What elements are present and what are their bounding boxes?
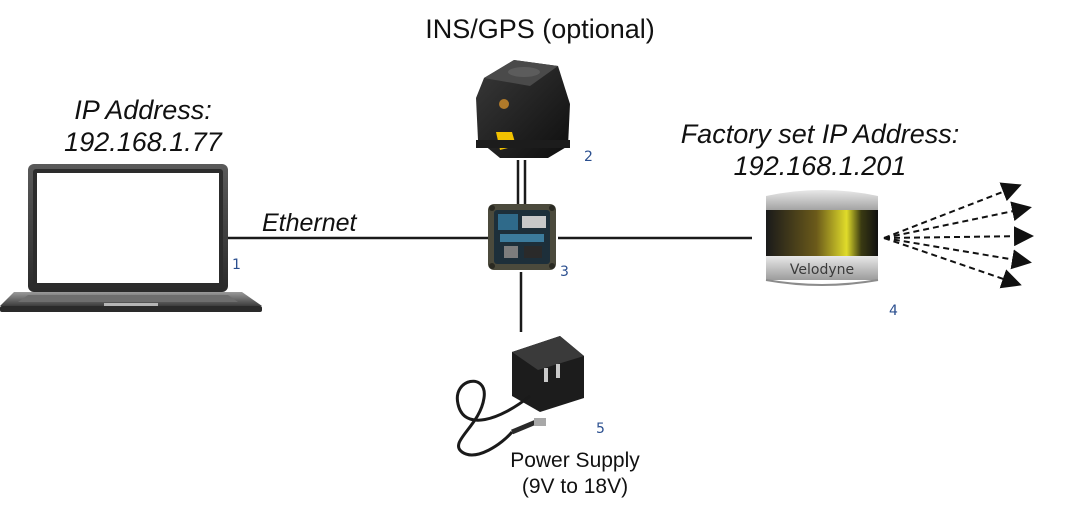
interface-box-icon xyxy=(488,204,556,270)
ethernet-label: Ethernet xyxy=(262,209,357,237)
ins-gps-cable xyxy=(516,160,527,204)
sensor-ip-line2: 192.168.1.201 xyxy=(733,151,907,181)
laptop-ip-line1: IP Address: xyxy=(74,95,212,125)
callout-sensor: 4 xyxy=(889,303,898,319)
power-supply-label: Power Supply (9V to 18V) xyxy=(490,448,660,500)
power-supply-line2: (9V to 18V) xyxy=(521,475,629,498)
sensor-brand-label: Velodyne xyxy=(790,262,854,278)
sensor-ip-line1: Factory set IP Address: xyxy=(680,119,960,149)
laptop-ip-label: IP Address: 192.168.1.77 xyxy=(38,94,248,158)
callout-laptop: 1 xyxy=(232,257,241,273)
lidar-sensor-icon: Velodyne xyxy=(765,190,879,286)
laser-beams xyxy=(883,182,1034,289)
power-supply-icon xyxy=(455,336,584,457)
laptop-icon xyxy=(0,164,262,312)
callout-interface-box: 3 xyxy=(560,264,569,280)
sensor-ip-label: Factory set IP Address: 192.168.1.201 xyxy=(670,118,970,182)
callout-power-supply: 5 xyxy=(596,421,605,437)
ins-gps-title: INS/GPS (optional) xyxy=(425,14,655,44)
laptop-ip-line2: 192.168.1.77 xyxy=(64,127,222,157)
power-supply-line1: Power Supply xyxy=(510,449,640,472)
ins-gps-icon xyxy=(476,60,570,158)
callout-ins-gps: 2 xyxy=(584,149,593,165)
